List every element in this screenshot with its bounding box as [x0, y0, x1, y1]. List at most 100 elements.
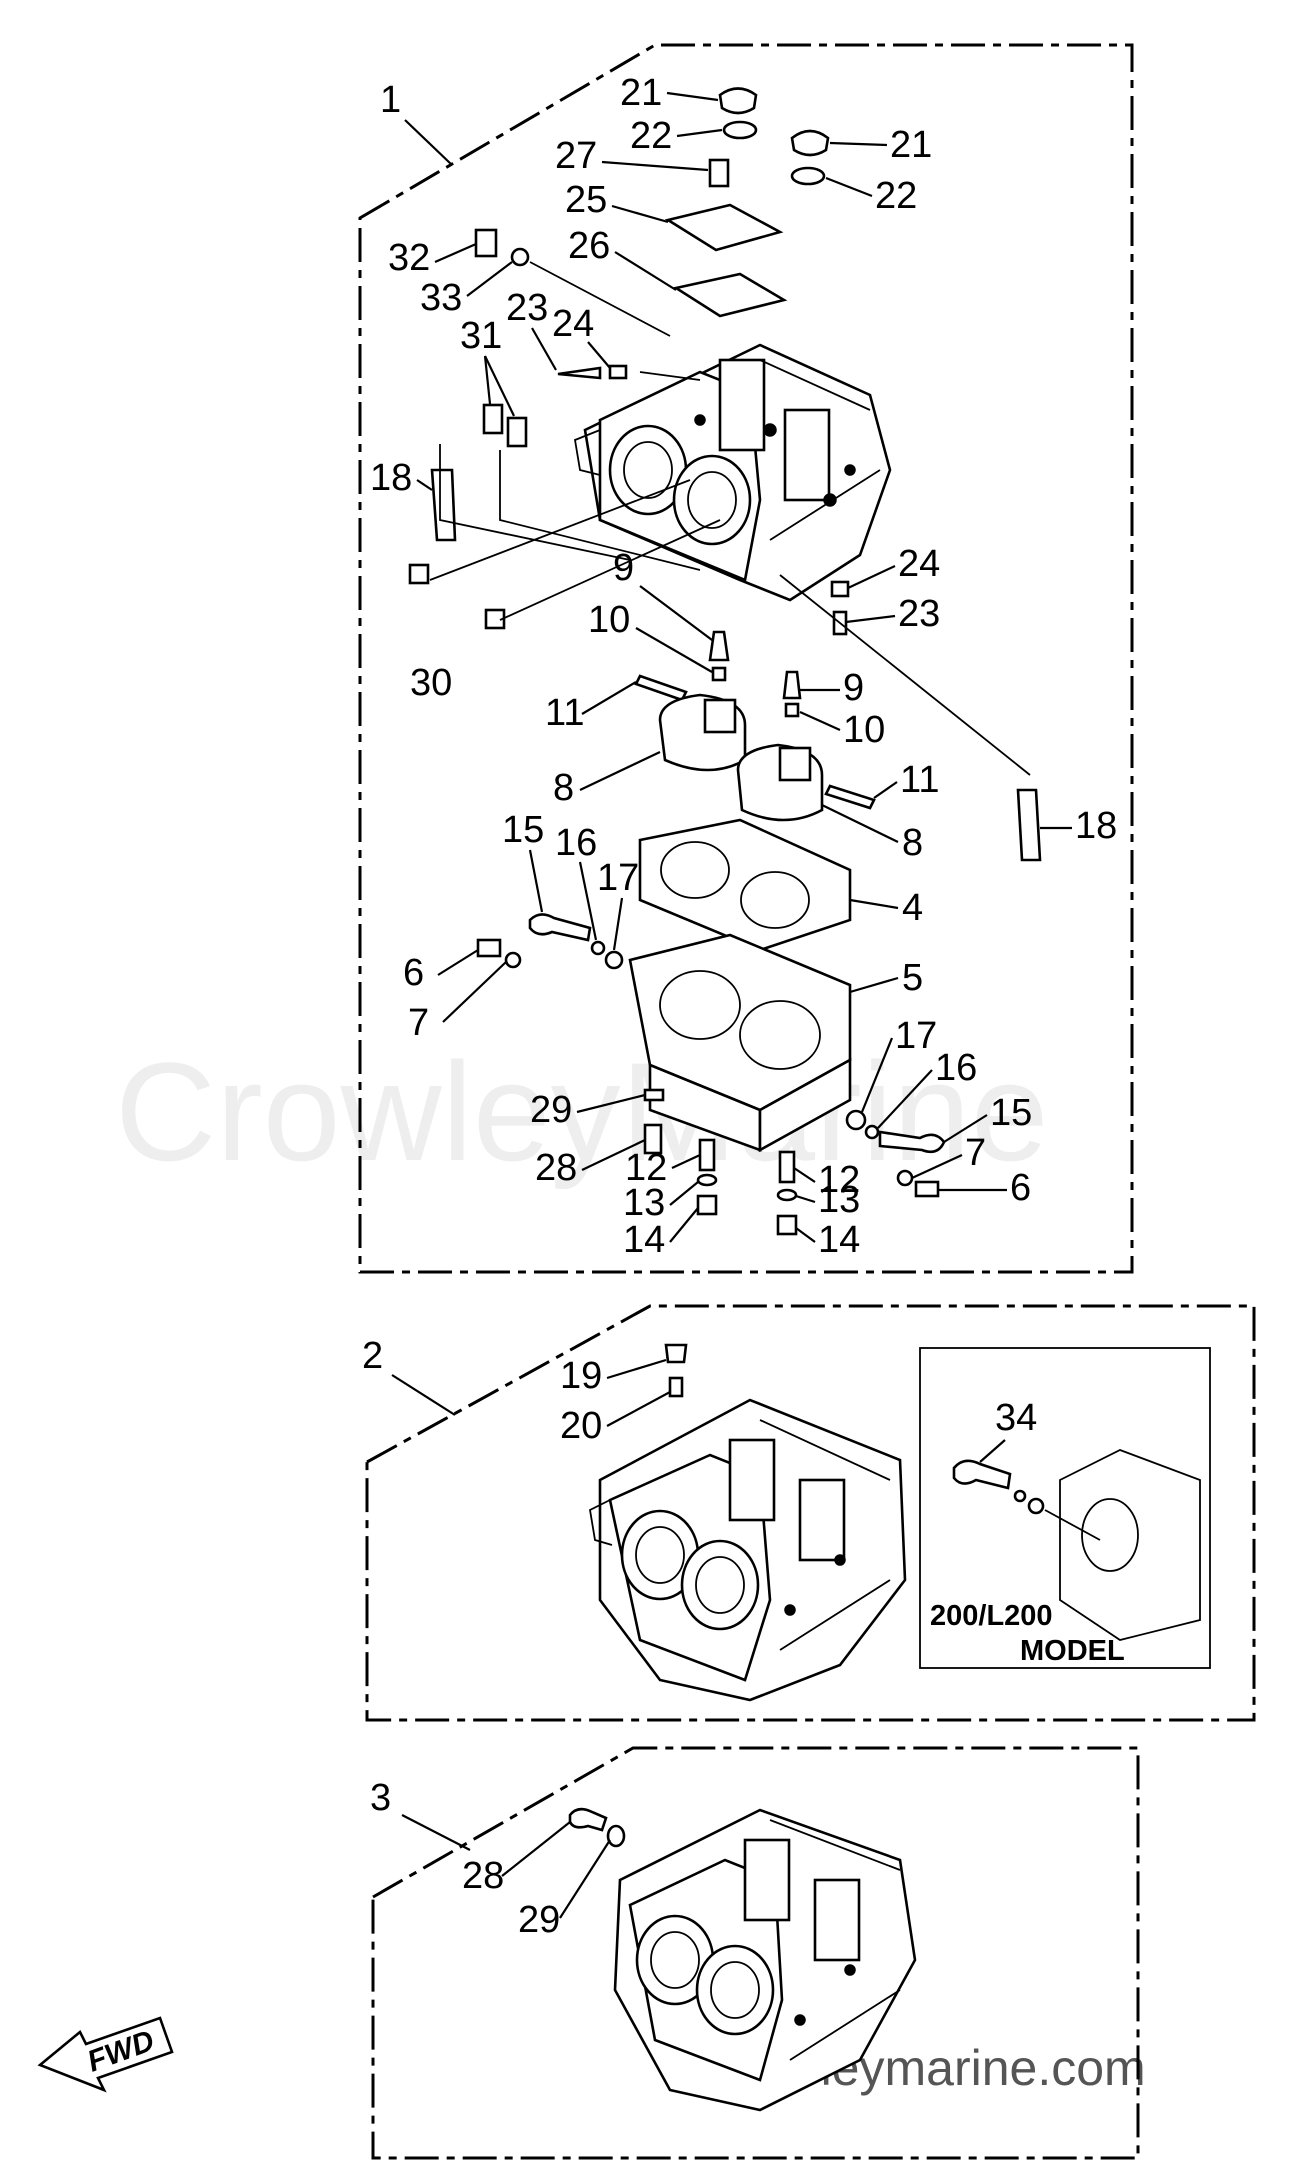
part-33-washer [510, 247, 530, 267]
callout-c15b: 15 [990, 1092, 1032, 1134]
part-29-washer-a [643, 1088, 665, 1102]
part-16-oring-a [590, 940, 606, 956]
carburetor-assembly-2 [589, 1343, 907, 1702]
callout-c8b: 8 [902, 822, 923, 864]
callout-c28b: 28 [462, 1855, 504, 1897]
float-section [634, 574, 1042, 862]
callout-c8a: 8 [553, 767, 574, 809]
model-label-line1: 200/L200 [930, 1600, 1053, 1632]
callout-c21a: 21 [620, 72, 662, 114]
part-25-cover [664, 203, 784, 252]
callout-c14a: 14 [623, 1219, 665, 1261]
assembly-3-callouts: 28 29 [462, 1821, 611, 1941]
carburetor-body-upper [573, 343, 892, 602]
callout-c6a: 6 [403, 952, 424, 994]
assembly-2-leader [391, 1374, 456, 1416]
assembly-2-number: 2 [362, 1335, 383, 1377]
assembly-1-number: 1 [380, 79, 401, 121]
callout-c27: 27 [555, 135, 597, 177]
callout-c4: 4 [902, 887, 923, 929]
top-cover-parts [408, 87, 850, 636]
part-6-screw-b [914, 1180, 940, 1198]
part-32-plug [474, 228, 498, 258]
part-21-cap-left [718, 87, 758, 115]
part-22-washer-right [790, 166, 826, 186]
callout-c25: 25 [565, 179, 607, 221]
callout-c26: 26 [568, 225, 610, 267]
model-inset: 34 200/L200 MODEL [930, 1397, 1201, 1667]
part-22-washer-left [722, 120, 758, 140]
carburetor-assembly-3 [568, 1807, 917, 2112]
forward-direction-arrow: FWD [37, 2016, 174, 2093]
callout-c7b: 7 [965, 1132, 986, 1174]
callout-c29a: 29 [530, 1089, 572, 1131]
callout-c9a: 9 [613, 547, 634, 589]
callout-c21b: 21 [890, 124, 932, 166]
part-7-washer-a [504, 951, 522, 969]
assembly-1-leader [404, 119, 453, 166]
part-7-washer-b [896, 1169, 914, 1187]
callout-c9b: 9 [843, 667, 864, 709]
callout-c12a: 12 [625, 1147, 667, 1189]
part-13-washer-b [776, 1188, 798, 1202]
callout-c24a: 24 [552, 303, 594, 345]
callout-c32: 32 [388, 237, 430, 279]
callout-c22a: 22 [630, 115, 672, 157]
callout-c12b: 12 [818, 1159, 860, 1201]
part-18-pilot-jet-right [1016, 788, 1042, 862]
callout-c23b: 23 [898, 593, 940, 635]
part-15-screw-a [528, 913, 592, 942]
part-24-spring-b [830, 580, 850, 598]
callout-c16a: 16 [555, 822, 597, 864]
callout-c19: 19 [560, 1355, 602, 1397]
part-14-plug-b [776, 1214, 798, 1236]
part-34-screw [952, 1459, 1012, 1490]
callout-c5: 5 [902, 957, 923, 999]
callout-34: 34 [995, 1397, 1037, 1439]
callout-c10b: 10 [843, 709, 885, 751]
part-12-jet-a [698, 1138, 716, 1172]
part-17-washer-b [845, 1109, 867, 1131]
part-17-washer-a [604, 950, 624, 970]
part-20-spring [668, 1376, 684, 1398]
assembly-3-leader [401, 1814, 471, 1851]
part-14-plug-a [696, 1194, 718, 1216]
callout-c17b: 17 [895, 1015, 937, 1057]
assembly-2-callouts: 19 20 [560, 1355, 671, 1447]
callout-c10a: 10 [588, 599, 630, 641]
part-11-pin-a [634, 674, 688, 702]
callout-c18b: 18 [1075, 805, 1117, 847]
part-9-needle-a [708, 630, 730, 662]
float-bowl-section [476, 818, 946, 1236]
part-31-jet-b [506, 416, 528, 448]
part-19-screw [664, 1343, 688, 1364]
callout-c22b: 22 [875, 175, 917, 217]
part-4-gasket [638, 818, 852, 952]
callout-c17a: 17 [597, 857, 639, 899]
callout-c11b: 11 [900, 759, 939, 801]
callout-c23a: 23 [506, 287, 548, 329]
callout-c13b: 13 [818, 1179, 860, 1221]
part-28-screw-b [568, 1807, 608, 1832]
model-label-line2: MODEL [1020, 1635, 1125, 1667]
assembly-1-callouts: 21 22 27 21 22 25 26 32 33 23 24 31 18 2… [370, 72, 1117, 1261]
part-12-jet-b [778, 1150, 796, 1184]
part-28-screw-a [643, 1123, 663, 1155]
callout-c13a: 13 [623, 1182, 665, 1224]
part-26-gasket [672, 272, 788, 318]
callout-c7a: 7 [408, 1002, 429, 1044]
callout-c6b: 6 [1010, 1167, 1031, 1209]
part-31-jet-a [482, 403, 504, 435]
callout-c33: 33 [420, 277, 462, 319]
callout-c24b: 24 [898, 543, 940, 585]
part-24-spring-a [608, 364, 628, 380]
part-9-needle-b [782, 670, 802, 700]
assembly-2-frame [365, 1304, 1256, 1722]
part-30-plug-a [408, 563, 430, 585]
part-23-screw-a [557, 366, 602, 380]
part-15-screw-b [878, 1130, 946, 1154]
callout-c16b: 16 [935, 1047, 977, 1089]
callout-c15a: 15 [502, 809, 544, 851]
callout-c28a: 28 [535, 1147, 577, 1189]
